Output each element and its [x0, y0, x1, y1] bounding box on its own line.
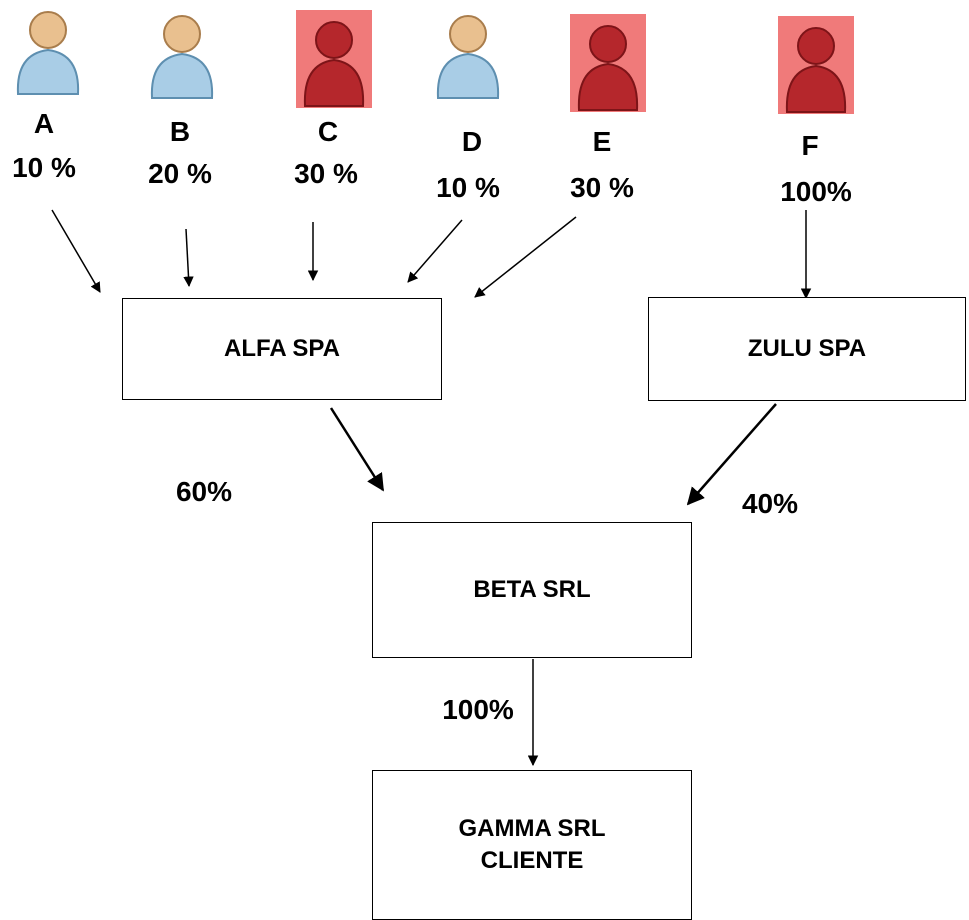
avatar-a: [12, 4, 84, 101]
shareholder-percent-d: 10 %: [436, 172, 500, 203]
shareholder-letter-f: F: [801, 130, 819, 161]
shareholder-letter-d: D: [461, 126, 483, 157]
shareholder-percent-a: 10 %: [12, 152, 76, 183]
edge-zulu-beta-percent: 40%: [741, 488, 799, 519]
edge-alfa-beta-percent: 60%: [175, 476, 233, 507]
avatar-c: [296, 10, 372, 113]
company-gamma-role: CLIENTE: [480, 847, 584, 874]
company-beta-box: BETA SRL: [372, 522, 692, 658]
arrow-a-to-alfa: [51, 209, 101, 293]
company-alfa-name: ALFA SPA: [223, 335, 340, 362]
avatar-d: [432, 8, 504, 105]
avatar-b: [146, 8, 218, 105]
shareholder-letter-a: A: [33, 108, 55, 139]
avatar-f: [778, 16, 854, 119]
company-zulu-name: ZULU SPA: [747, 335, 867, 362]
arrow-zulu-to-beta: [686, 403, 777, 506]
company-alfa-box: ALFA SPA: [122, 298, 442, 400]
arrow-d-to-alfa: [407, 219, 463, 283]
shareholder-percent-e: 30 %: [570, 172, 634, 203]
company-zulu-box: ZULU SPA: [648, 297, 966, 401]
edge-beta-gamma-percent: 100%: [442, 694, 514, 725]
shareholder-percent-c: 30 %: [294, 158, 358, 189]
company-gamma-name: GAMMA SRL: [458, 815, 606, 842]
shareholder-percent-f: 100%: [780, 176, 852, 207]
shareholder-letter-c: C: [317, 116, 339, 147]
shareholder-letter-e: E: [592, 126, 612, 157]
avatar-e: [570, 14, 646, 117]
company-beta-name: BETA SRL: [473, 576, 591, 603]
arrow-b-to-alfa: [183, 228, 194, 288]
shareholder-percent-b: 20 %: [148, 158, 212, 189]
arrow-alfa-to-beta: [329, 407, 385, 492]
arrow-e-to-alfa: [474, 216, 577, 298]
shareholder-letter-b: B: [169, 116, 191, 147]
company-gamma-box: GAMMA SRL CLIENTE: [372, 770, 692, 920]
